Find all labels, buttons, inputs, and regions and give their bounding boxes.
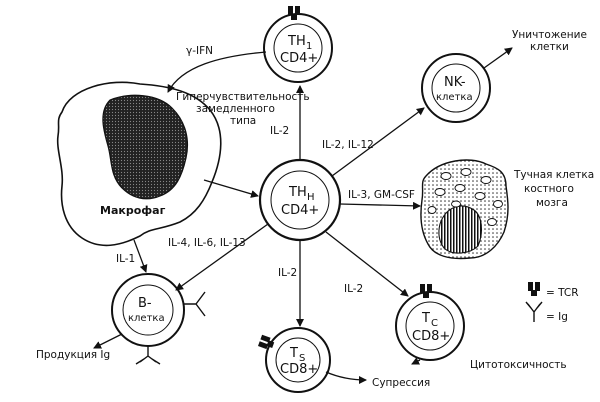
legend-tcr-label: = TCR [546,287,579,299]
tcr-icon [258,334,275,350]
ig-icon [135,291,206,365]
b-line2: клетка [128,313,165,324]
mast-label-1: Тучная клетка [513,169,594,181]
b-cell: B- клетка [111,273,206,365]
th-center-cell: TH H CD4+ [258,158,342,242]
th-center-sub: H [307,192,315,203]
label-kill-1: Уничтожение [512,29,587,41]
arrow-th-to-nk [331,107,425,177]
mast-label-2: костного [524,183,574,195]
label-hypersens-3: типа [230,115,256,127]
ig-icon [525,301,543,322]
label-il2-up: IL-2 [270,125,289,137]
tc-cell: T C CD8+ [395,284,465,361]
label-kill-2: клетки [530,41,569,53]
th1-cell: TH 1 CD4+ [263,6,333,83]
arrow-th1-to-macrophage [167,51,267,93]
ts-cell: T S CD8+ [258,327,331,393]
tcr-icon [288,6,300,20]
mast-nucleus [438,205,483,254]
th1-cd4: CD4+ [280,51,318,66]
macrophage-nucleus [102,94,189,200]
label-suppression: Супрессия [372,377,430,389]
th1-sub: 1 [306,41,312,52]
ts-cd8: CD8+ [280,362,318,377]
label-hypersens-1: Гиперчувствительность [176,91,310,103]
arrow-macrophage-to-bcell [133,239,148,273]
arrow-macrophage-to-th [203,179,259,198]
arrow-bcell-to-ig [93,333,123,349]
b-line1: B- [138,296,152,311]
tcr-icon [528,282,540,296]
label-il2-right: IL-2 [344,283,363,295]
th-center-cd4: CD4+ [281,203,319,218]
label-il1: IL-1 [116,253,135,265]
label-ig-prod: Продукция Ig [36,349,110,361]
arrow-th-to-tc [325,231,409,297]
mast-granules [427,168,503,226]
arrow-tc-to-cytotox [411,357,421,365]
label-cytotox: Цитотоксичность [470,359,567,371]
th-center-title: TH [288,185,307,200]
th1-title: TH [287,34,306,49]
nk-line2: клетка [436,92,473,103]
tc-title: T [421,311,430,326]
arrow-th-to-bcell [175,223,269,291]
mast-label-3: мозга [536,197,568,209]
label-il2-il12: IL-2, IL-12 [322,139,374,151]
label-il4-6-13: IL-4, IL-6, IL-13 [168,237,246,249]
macrophage-label: Макрофаг [100,204,166,217]
label-gamma-ifn: γ-IFN [186,45,213,57]
label-hypersens-2: замедленного [196,103,275,115]
tc-sub: C [431,318,438,329]
tc-cd8: CD8+ [412,329,450,344]
tcr-icon [420,284,432,298]
legend: = TCR = Ig [525,282,579,323]
macrophage: Макрофаг [56,81,222,247]
arrow-th-to-mast [339,201,421,210]
label-il2-down: IL-2 [278,267,297,279]
ts-sub: S [299,353,305,364]
mast-cell: Тучная клетка костного мозга [420,159,594,260]
arrow-nk-to-kill [483,47,513,69]
label-il3-gmcsf: IL-3, GM-CSF [348,189,415,201]
legend-ig-label: = Ig [546,311,568,323]
nk-line1: NK- [444,75,466,90]
nk-cell: NK- клетка [421,53,491,123]
arrow-ts-to-suppression [325,371,367,384]
ts-title: T [289,346,298,361]
